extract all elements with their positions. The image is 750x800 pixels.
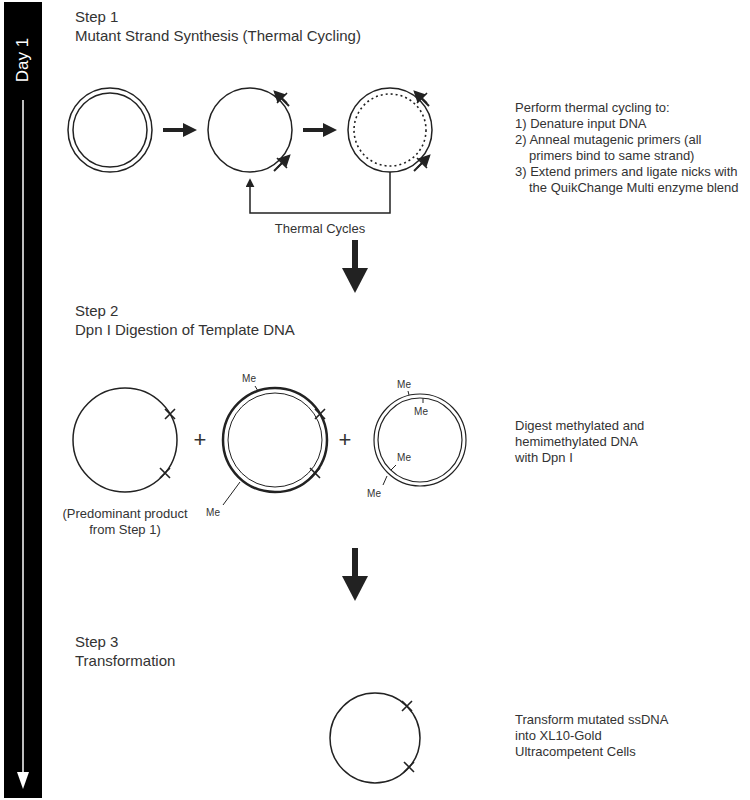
mutation-mark <box>315 409 325 419</box>
step-description: 2) Anneal mutagenic primers (all primers… <box>515 132 715 164</box>
methyl-mark: Me <box>363 487 385 500</box>
methyl-mark: Me <box>393 378 415 391</box>
cycle-loop <box>250 172 390 213</box>
mutation-mark <box>165 409 175 419</box>
step-description: 1) Denature input DNA <box>515 116 740 132</box>
mutant-ssdna <box>330 693 420 783</box>
plus-sign: + <box>333 427 357 453</box>
mutation-mark <box>417 93 427 103</box>
hemimethylated-inner <box>228 393 322 487</box>
mutation-mark <box>402 701 412 711</box>
flow-arrow <box>352 548 358 578</box>
timeline-bar: Day 1 <box>4 2 42 798</box>
parental-inner <box>378 398 462 482</box>
plus-sign: + <box>188 427 212 453</box>
cycle-label: Thermal Cycles <box>255 221 385 237</box>
hemimethylated-outer <box>223 388 327 492</box>
mutation-mark <box>277 158 287 168</box>
product-note: (Predominant product from Step 1) <box>58 506 193 538</box>
methyl-tick <box>255 386 258 391</box>
plasmid-outer-strand <box>68 88 152 172</box>
step-heading: Step 1 <box>75 8 375 26</box>
methyl-tick <box>408 391 409 395</box>
mutation-mark <box>404 762 414 772</box>
mutation-mark <box>310 468 320 478</box>
primer-arrow <box>415 92 429 106</box>
step-description: Digest methylated and hemimethylated DNA… <box>515 418 655 466</box>
mutation-mark <box>417 158 427 168</box>
mutation-mark <box>277 93 287 103</box>
step-description: Perform thermal cycling to: <box>515 100 740 116</box>
plasmid-inner-strand <box>73 93 147 167</box>
flow-arrow <box>352 240 358 270</box>
mutation-mark <box>160 468 170 478</box>
step-arrow <box>163 128 185 132</box>
timeline-head <box>17 772 29 789</box>
timeline-line <box>22 100 24 774</box>
template-strand <box>208 88 292 172</box>
methyl-mark: Me <box>410 405 432 418</box>
step-arrow <box>303 128 325 132</box>
methyl-tick <box>223 482 240 505</box>
step-title: Dpn I Digestion of Template DNA <box>75 321 435 339</box>
step-title: Mutant Strand Synthesis (Thermal Cycling… <box>75 27 435 45</box>
parental-outer <box>374 394 466 486</box>
methyl-tick <box>423 399 424 404</box>
mutant-ssdna <box>73 388 177 492</box>
methyl-mark: Me <box>393 451 415 464</box>
primer-arrow <box>275 92 289 106</box>
primer-arrow <box>274 156 289 171</box>
methyl-mark: Me <box>202 506 224 519</box>
new-mutant-strand <box>354 94 426 166</box>
methyl-mark: Me <box>238 372 260 385</box>
step-heading: Step 2 <box>75 302 375 320</box>
step-arrow <box>323 123 337 137</box>
template-strand <box>348 88 432 172</box>
primer-arrow <box>414 156 429 171</box>
day-label: Day 1 <box>13 38 33 82</box>
step-heading: Step 3 <box>75 633 375 651</box>
methyl-tick <box>391 465 396 470</box>
flow-arrow <box>342 268 368 293</box>
methyl-tick <box>383 476 387 485</box>
step-title: Transformation <box>75 652 435 670</box>
step-description: 3) Extend primers and ligate nicks with … <box>515 164 740 196</box>
step-description: Transform mutated ssDNA into XL10-Gold U… <box>515 712 675 760</box>
flow-arrow <box>342 576 368 601</box>
step-arrow <box>183 123 197 137</box>
